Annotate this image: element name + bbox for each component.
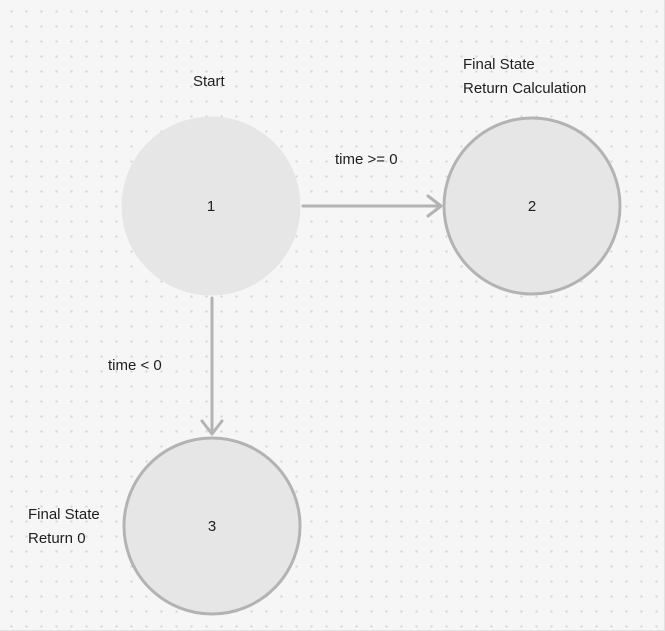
node-2-caption-line-1: Final State	[463, 56, 535, 73]
node-3-caption-line-1: Final State	[28, 506, 100, 523]
edge-1-to-3-label: time < 0	[108, 357, 162, 374]
node-3-caption-line-2: Return 0	[28, 530, 86, 547]
state-node-2-label: 2	[528, 198, 536, 215]
node-1-caption-line-1: Start	[193, 73, 225, 90]
edge-1-to-2-arrowhead	[426, 194, 443, 218]
state-node-3-label: 3	[208, 518, 216, 535]
state-node-3[interactable]: 3	[122, 436, 302, 616]
node-2-caption: Final State Return Calculation	[463, 53, 586, 101]
state-node-3-circle	[122, 436, 302, 616]
state-node-2[interactable]: 2	[442, 116, 622, 296]
edge-1-to-3[interactable]	[200, 296, 224, 436]
node-3-caption: Final State Return 0	[28, 503, 100, 551]
state-node-1[interactable]: 1	[121, 116, 301, 296]
edge-1-to-2-label: time >= 0	[335, 151, 398, 168]
state-node-1-circle	[121, 116, 301, 296]
state-node-2-circle	[442, 116, 622, 296]
state-node-1-label: 1	[207, 198, 215, 215]
edge-1-to-2[interactable]	[301, 194, 443, 218]
edge-1-to-3-arrowhead	[200, 419, 224, 436]
node-1-caption: Start	[193, 70, 225, 94]
node-2-caption-line-2: Return Calculation	[463, 80, 587, 97]
